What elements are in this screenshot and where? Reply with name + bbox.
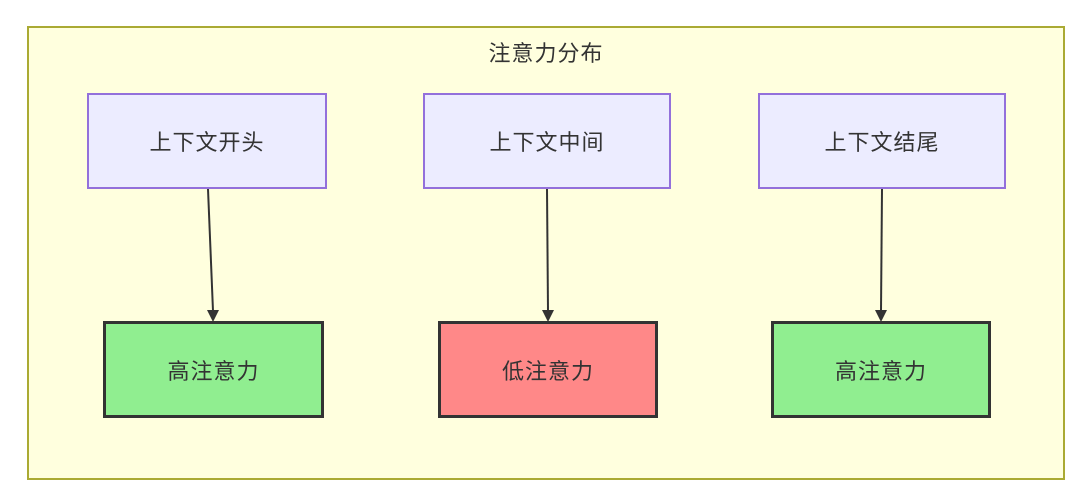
source-node-label: 上下文中间 <box>489 130 605 155</box>
target-node-low-attention: 低注意力 <box>438 321 658 418</box>
source-node-label: 上下文结尾 <box>824 130 940 155</box>
source-node-context-middle: 上下文中间 <box>423 93 671 189</box>
cluster-title: 注意力分布 <box>488 41 604 66</box>
arrow-context-middle-to-low <box>542 188 554 322</box>
target-node-label: 高注意力 <box>167 358 260 384</box>
target-node-label: 高注意力 <box>834 358 927 384</box>
target-node-high-attention-1: 高注意力 <box>103 321 324 418</box>
source-node-context-end: 上下文结尾 <box>758 93 1006 189</box>
source-node-label: 上下文开头 <box>149 130 265 155</box>
target-node-label: 低注意力 <box>501 358 594 384</box>
attention-distribution-cluster: 注意力分布 上下文开头 上下文中间 上下文结尾 高注意力 低注意力 高注意力 <box>27 26 1065 480</box>
arrow-context-end-to-high <box>875 188 887 322</box>
source-node-context-start: 上下文开头 <box>87 93 327 189</box>
arrow-context-start-to-high <box>207 188 219 322</box>
target-node-high-attention-2: 高注意力 <box>771 321 991 418</box>
